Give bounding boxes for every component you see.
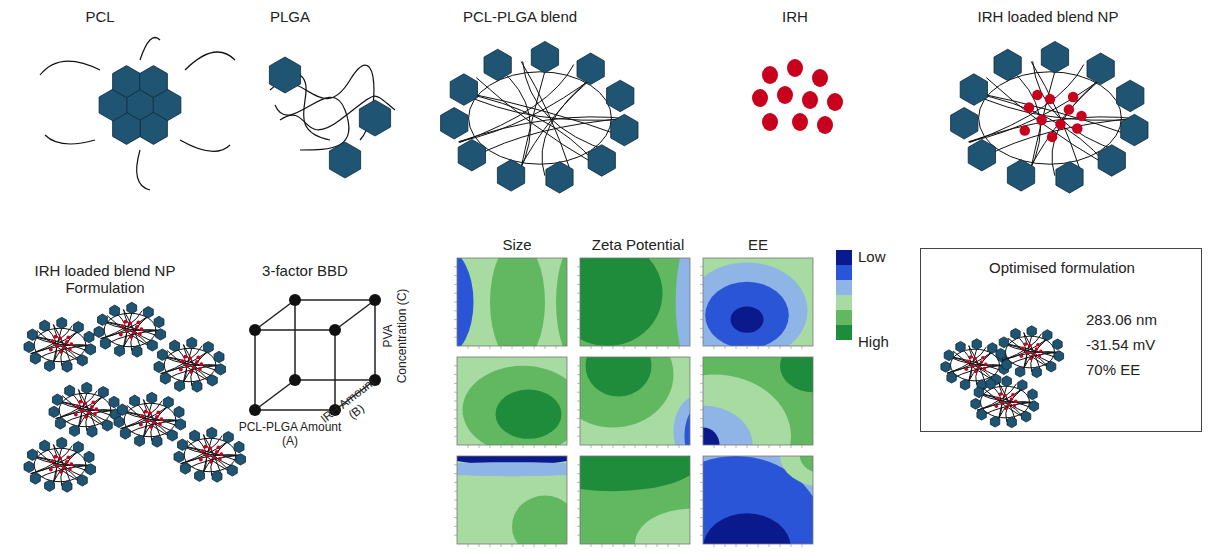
- legend-swatch: [836, 325, 852, 340]
- legend-swatch: [836, 250, 852, 265]
- text-label: 3-factor BBD: [235, 262, 375, 279]
- result-value: 283.06 nm: [1086, 311, 1157, 329]
- result-box: Optimised formulation 283.06 nm -31.54 mV 7…: [920, 248, 1202, 432]
- box-heading: Optimised formulation: [989, 259, 1135, 277]
- text-label: IRH: [765, 8, 825, 25]
- text-label: PLGA: [250, 8, 330, 25]
- text-label: IRH loaded blend NP: [948, 8, 1148, 25]
- text-label: IRH Amount (B): [312, 370, 392, 441]
- result-value: 70% EE: [1086, 361, 1140, 379]
- text-label: Size: [467, 236, 567, 253]
- contour-plots: [413, 223, 868, 560]
- text-label: EE: [728, 236, 788, 253]
- text-label: PVA Concentration (C): [381, 286, 409, 386]
- text-label: IRH loaded blend NP Formulation: [20, 262, 190, 296]
- text-label: Zeta Potential: [578, 236, 698, 253]
- text-label: PCL-PLGA blend: [430, 8, 610, 25]
- particle-illustration: [24, 38, 1148, 493]
- legend-text: High: [858, 333, 889, 351]
- legend-scale: [836, 265, 852, 325]
- result-value: -31.54 mV: [1086, 336, 1155, 354]
- text-label: PCL: [60, 8, 140, 25]
- legend-text: Low: [858, 248, 886, 266]
